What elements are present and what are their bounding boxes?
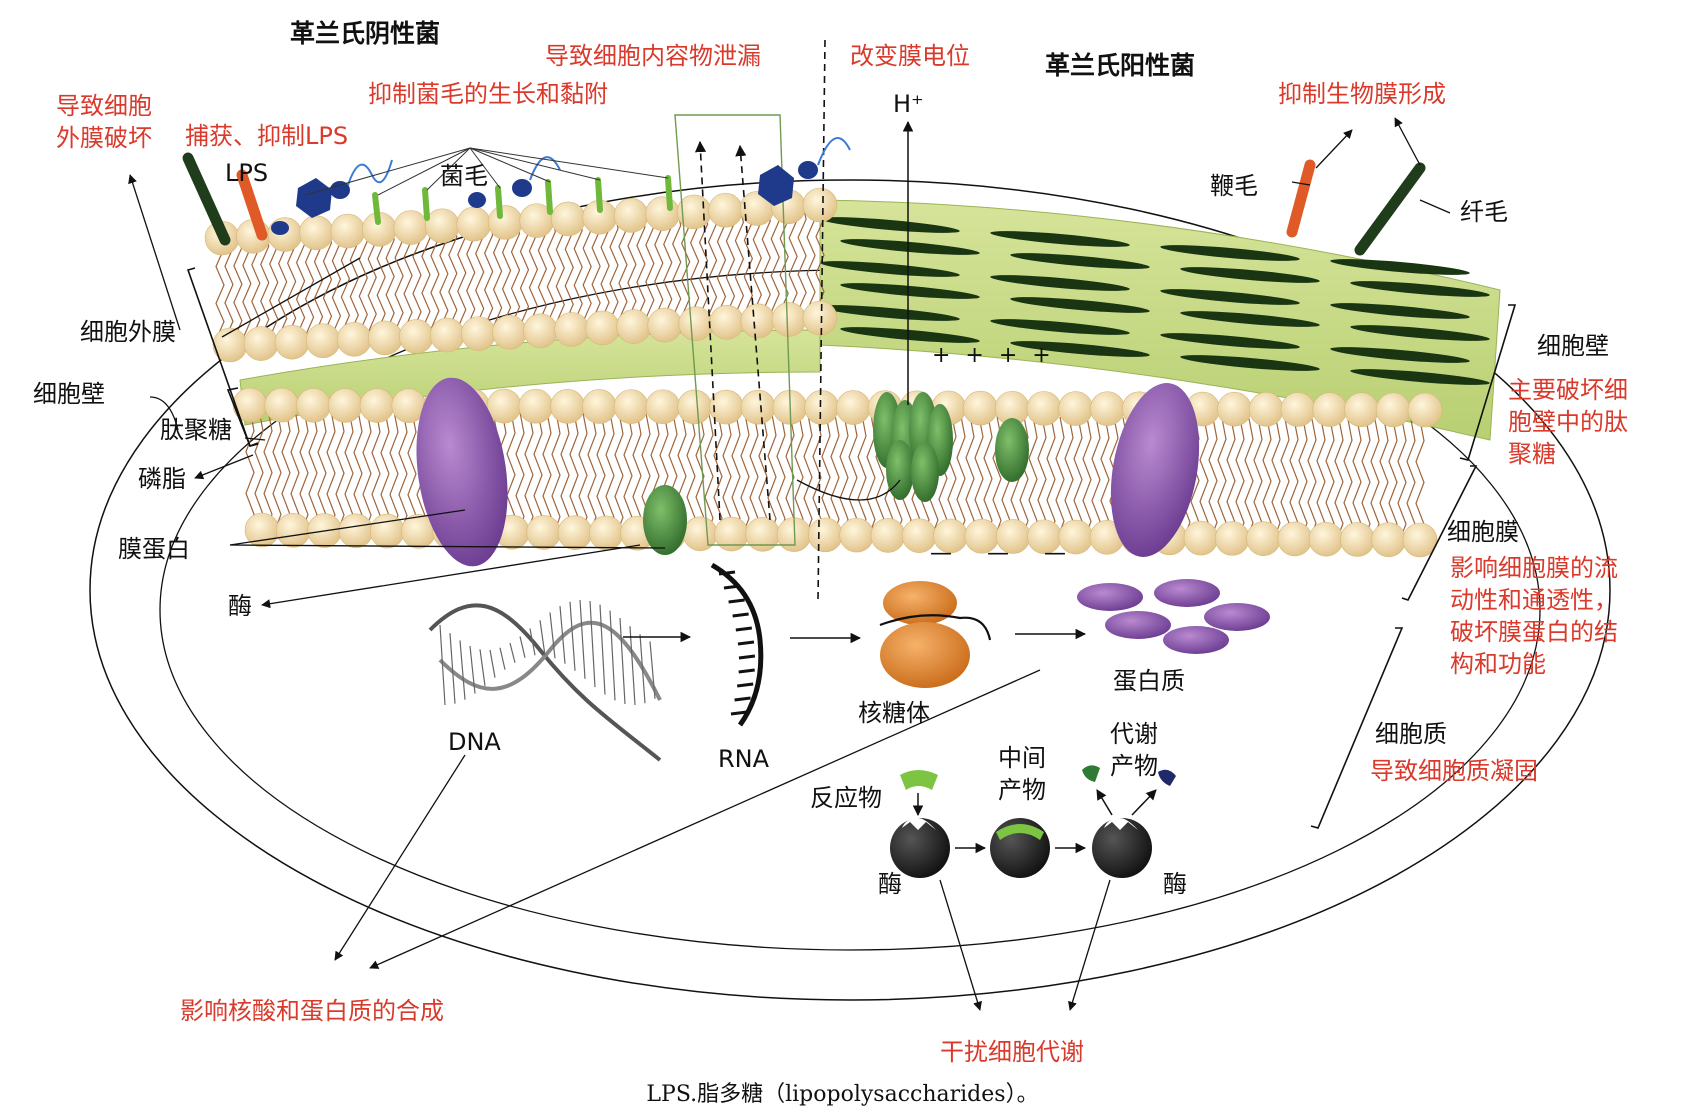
figure-caption: LPS.脂多糖（lipopolysaccharides）。: [646, 1082, 1039, 1107]
outer-membrane-damage-label: 导致细胞 外膜破坏: [56, 92, 152, 152]
peptidoglycan-label: 肽聚糖: [160, 416, 232, 444]
enzyme-protein: [643, 485, 687, 555]
arrow-dna-effect: [334, 754, 466, 961]
minus-signs: — — —: [930, 541, 1080, 566]
pili-label: 菌毛: [440, 162, 488, 190]
membrane-fluidity-label: 影响细胞膜的流 动性和通透性， 破坏膜蛋白的结 构和功能: [1450, 554, 1618, 678]
phospholipid-label: 磷脂: [138, 465, 186, 493]
content-leakage-label: 导致细胞内容物泄漏: [545, 42, 761, 70]
flagellum-label: 鞭毛: [1210, 172, 1258, 200]
dna-rungs: [439, 599, 656, 706]
protein-label: 蛋白质: [1113, 667, 1185, 695]
enzyme-left-label: 酶: [228, 592, 252, 620]
gram-positive-cell-wall: [819, 199, 1501, 441]
metabolite-label: 代谢 产物: [1110, 720, 1158, 780]
fimbria: [1354, 162, 1426, 256]
enzyme-site-3: [1104, 818, 1138, 830]
ribosome-label: 核糖体: [858, 699, 930, 727]
ribosome-large-subunit: [880, 622, 970, 688]
metabolism-label: 干扰细胞代谢: [940, 1038, 1084, 1066]
pili-pointer-lines: [304, 147, 669, 196]
plus-signs: + + + +: [932, 343, 1055, 368]
intermediate-label: 中间 产物: [998, 744, 1046, 804]
gram-positive-heading: 革兰氏阳性菌: [1045, 51, 1196, 80]
arrow-to-biofilm-1: [1315, 129, 1353, 169]
nucleic-protein-synthesis-label: 影响核酸和蛋白质的合成: [180, 997, 444, 1025]
dna-label: DNA: [448, 728, 501, 756]
membrane-protein-label: 膜蛋白: [118, 535, 190, 563]
h-plus-label: H⁺: [893, 90, 924, 118]
product-arrow-b: [1131, 789, 1157, 816]
proton-channel: [873, 392, 953, 502]
gram-divider: [817, 39, 826, 601]
capture-lps-label: 捕获、抑制LPS: [185, 122, 349, 150]
flagellum: [1286, 159, 1316, 238]
cell-outline-outer: [89, 179, 1611, 1001]
arrow-to-biofilm-2: [1394, 117, 1421, 166]
enzyme-ball-1: [890, 818, 950, 878]
fimbria-label: 纤毛: [1460, 198, 1508, 226]
arrow-to-outer-damage: [128, 174, 181, 331]
peptidoglycan-effect-label: 主要破坏细 胞壁中的肽 聚糖: [1508, 376, 1628, 468]
leakage-box: [674, 114, 796, 546]
small-channel-protein: [995, 418, 1029, 482]
membrane-potential-label: 改变膜电位: [850, 42, 970, 70]
pili: [372, 175, 673, 225]
outer-membrane-label: 细胞外膜: [80, 318, 176, 346]
enzyme-a-label: 酶: [878, 870, 902, 898]
rna-label: RNA: [718, 745, 770, 773]
dna-helix: [428, 603, 662, 762]
brackets: [186, 267, 1517, 829]
cytoplasm-label: 细胞质: [1375, 720, 1447, 748]
arrow-metabolism-left: [939, 879, 982, 1011]
inhibit-pili-label: 抑制菌毛的生长和黏附: [368, 80, 608, 108]
arrow-to-phospholipid: [194, 454, 254, 480]
reactant-shape: [900, 770, 938, 790]
leader-lines: [149, 181, 1451, 549]
gram-negative-heading: 革兰氏阴性菌: [290, 19, 441, 48]
rna-bases: [718, 570, 756, 716]
reactant-label: 反应物: [810, 784, 882, 812]
cell-wall-right-label: 细胞壁: [1537, 332, 1609, 360]
peptidoglycan-stripes: [255, 217, 1490, 408]
cytoplasm-coagulation-label: 导致细胞质凝固: [1370, 757, 1538, 785]
product-a: [1082, 765, 1100, 782]
leak-arrow-2: [735, 144, 771, 521]
arrow-to-enzyme-left: [261, 544, 641, 609]
rna-strand: [710, 562, 764, 727]
membrane-protein-right: [1110, 383, 1200, 557]
inhibit-biofilm-label: 抑制生物膜形成: [1278, 80, 1446, 108]
product-arrow-a: [1096, 789, 1113, 816]
cell-membrane-label: 细胞膜: [1447, 518, 1519, 546]
product-b: [1158, 769, 1176, 786]
enzyme-ball-3: [1092, 818, 1152, 878]
lps-molecules: [182, 137, 851, 246]
enzyme-site-1: [902, 818, 936, 830]
enzyme-substrate-2: [996, 824, 1044, 840]
membrane-protein-left: [416, 377, 508, 567]
enzyme-b-label: 酶: [1163, 870, 1187, 898]
mrna-on-ribosome: [879, 614, 992, 641]
ribosome-small-subunit: [883, 581, 957, 625]
cell-wall-left-label: 细胞壁: [33, 380, 105, 408]
leak-arrow-1: [694, 140, 721, 521]
arrow-protein-effect: [369, 669, 1041, 969]
arrow-metabolism-right: [1068, 879, 1111, 1011]
protein-blobs: [1077, 579, 1270, 654]
lps-label: LPS: [225, 159, 269, 187]
